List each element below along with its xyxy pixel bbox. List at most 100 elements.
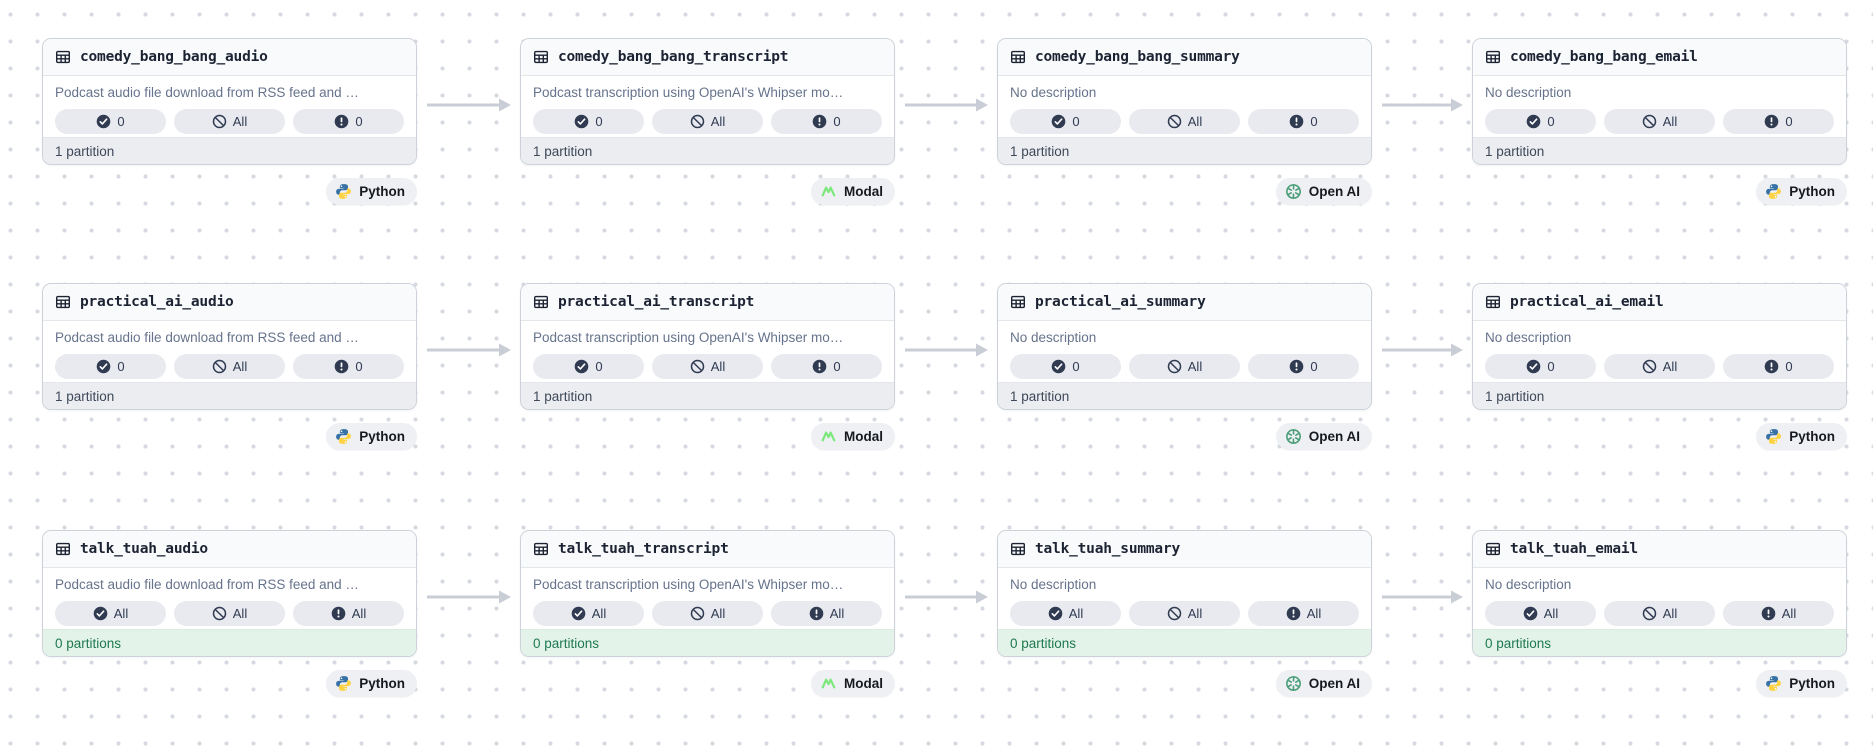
compute-kind-tag[interactable]: Python — [1756, 670, 1847, 697]
partition-status-bar: 0 partitions — [43, 629, 416, 656]
asset-node-header[interactable]: talk_tuah_transcript — [521, 531, 894, 568]
missing-partitions-badge[interactable]: All — [1604, 109, 1715, 134]
failed-partitions-badge[interactable]: All — [1248, 601, 1359, 626]
asset-name: talk_tuah_audio — [80, 541, 208, 557]
partition-status-badges: All All — [1010, 601, 1359, 626]
compute-kind-tag[interactable]: Modal — [811, 423, 895, 450]
failed-partitions-badge[interactable]: 0 — [1723, 354, 1834, 379]
compute-kind-tag[interactable]: Modal — [811, 178, 895, 205]
partition-status-bar: 1 partition — [998, 382, 1371, 409]
compute-kind-tag[interactable]: Python — [326, 423, 417, 450]
asset-description: Podcast audio file download from RSS fee… — [55, 85, 359, 100]
asset-node-header[interactable]: practical_ai_transcript — [521, 284, 894, 321]
missing-count: All — [1662, 114, 1678, 129]
slash-circle-icon — [212, 359, 227, 374]
compute-kind-tag[interactable]: Open AI — [1275, 178, 1372, 205]
asset-node[interactable]: comedy_bang_bang_summary No description … — [997, 38, 1372, 165]
missing-partitions-badge[interactable]: All — [652, 354, 763, 379]
missing-partitions-badge[interactable]: All — [1129, 601, 1240, 626]
asset-node[interactable]: comedy_bang_bang_email No description 0 — [1472, 38, 1847, 165]
asset-description: Podcast transcription using OpenAI's Whi… — [533, 330, 844, 345]
materialized-count-badge[interactable]: 0 — [533, 354, 644, 379]
asset-node[interactable]: practical_ai_transcript Podcast transcri… — [520, 283, 895, 410]
asset-node-header[interactable]: comedy_bang_bang_summary — [998, 39, 1371, 76]
missing-partitions-badge[interactable]: All — [174, 109, 285, 134]
missing-partitions-badge[interactable]: All — [174, 601, 285, 626]
partition-status-bar: 1 partition — [521, 382, 894, 409]
asset-node[interactable]: comedy_bang_bang_audio Podcast audio fil… — [42, 38, 417, 165]
materialized-count-badge[interactable]: 0 — [55, 109, 166, 134]
compute-kind-label: Python — [359, 184, 405, 199]
asset-node[interactable]: practical_ai_summary No description 0 — [997, 283, 1372, 410]
failed-partitions-badge[interactable]: All — [771, 601, 882, 626]
compute-kind-tag[interactable]: Modal — [811, 670, 895, 697]
check-circle-icon — [574, 114, 589, 129]
failed-partitions-badge[interactable]: 0 — [771, 109, 882, 134]
failed-count: All — [829, 606, 845, 621]
failed-partitions-badge[interactable]: 0 — [1248, 109, 1359, 134]
missing-partitions-badge[interactable]: All — [1604, 354, 1715, 379]
compute-kind-tag[interactable]: Python — [1756, 423, 1847, 450]
compute-kind-tag[interactable]: Python — [326, 178, 417, 205]
failed-partitions-badge[interactable]: 0 — [1723, 109, 1834, 134]
asset-node-body: No description 0 — [998, 76, 1371, 137]
partition-status-badges: All All — [533, 601, 882, 626]
compute-kind-tag[interactable]: Python — [1756, 178, 1847, 205]
slash-circle-icon — [690, 359, 705, 374]
materialized-count-badge[interactable]: 0 — [1010, 109, 1121, 134]
materialized-count-badge[interactable]: 0 — [1485, 109, 1596, 134]
materialized-count-badge[interactable]: All — [1010, 601, 1121, 626]
missing-count: All — [710, 606, 726, 621]
asset-node[interactable]: practical_ai_audio Podcast audio file do… — [42, 283, 417, 410]
failed-partitions-badge[interactable]: All — [1723, 601, 1834, 626]
check-circle-icon — [1523, 606, 1538, 621]
compute-kind-tag[interactable]: Python — [326, 670, 417, 697]
missing-partitions-badge[interactable]: All — [1129, 354, 1240, 379]
missing-partitions-badge[interactable]: All — [1129, 109, 1240, 134]
compute-kind-tag[interactable]: Open AI — [1275, 670, 1372, 697]
asset-node-header[interactable]: practical_ai_summary — [998, 284, 1371, 321]
compute-kind-label: Python — [1789, 429, 1835, 444]
slash-circle-icon — [212, 114, 227, 129]
failed-partitions-badge[interactable]: 0 — [293, 109, 404, 134]
materialized-count-badge[interactable]: All — [533, 601, 644, 626]
compute-kind-tag[interactable]: Open AI — [1275, 423, 1372, 450]
asset-node-header[interactable]: comedy_bang_bang_transcript — [521, 39, 894, 76]
asset-node[interactable]: talk_tuah_summary No description All — [997, 530, 1372, 657]
python-icon — [1765, 428, 1782, 445]
asset-node-header[interactable]: practical_ai_audio — [43, 284, 416, 321]
missing-partitions-badge[interactable]: All — [652, 601, 763, 626]
asset-node-header[interactable]: talk_tuah_audio — [43, 531, 416, 568]
missing-count: All — [1662, 606, 1678, 621]
missing-count: All — [1187, 114, 1203, 129]
partition-status-bar: 1 partition — [1473, 382, 1846, 409]
asset-description: Podcast audio file download from RSS fee… — [55, 330, 359, 345]
alert-circle-icon — [1289, 114, 1304, 129]
failed-partitions-badge[interactable]: 0 — [1248, 354, 1359, 379]
failed-partitions-badge[interactable]: 0 — [771, 354, 882, 379]
materialized-count-badge[interactable]: 0 — [55, 354, 166, 379]
asset-node-header[interactable]: comedy_bang_bang_email — [1473, 39, 1846, 76]
asset-node[interactable]: talk_tuah_audio Podcast audio file downl… — [42, 530, 417, 657]
materialized-count-badge[interactable]: 0 — [1010, 354, 1121, 379]
asset-node[interactable]: practical_ai_email No description 0 — [1472, 283, 1847, 410]
missing-partitions-badge[interactable]: All — [652, 109, 763, 134]
materialized-count-badge[interactable]: All — [55, 601, 166, 626]
failed-partitions-badge[interactable]: 0 — [293, 354, 404, 379]
failed-partitions-badge[interactable]: All — [293, 601, 404, 626]
asset-node-body: Podcast transcription using OpenAI's Whi… — [521, 321, 894, 382]
asset-node-header[interactable]: talk_tuah_email — [1473, 531, 1846, 568]
asset-node[interactable]: talk_tuah_email No description All — [1472, 530, 1847, 657]
materialized-count-badge[interactable]: 0 — [1485, 354, 1596, 379]
missing-partitions-badge[interactable]: All — [1604, 601, 1715, 626]
asset-node-header[interactable]: talk_tuah_summary — [998, 531, 1371, 568]
asset-node-header[interactable]: comedy_bang_bang_audio — [43, 39, 416, 76]
asset-node-header[interactable]: practical_ai_email — [1473, 284, 1846, 321]
missing-partitions-badge[interactable]: All — [174, 354, 285, 379]
materialized-count-badge[interactable]: 0 — [533, 109, 644, 134]
asset-node[interactable]: comedy_bang_bang_transcript Podcast tran… — [520, 38, 895, 165]
asset-node[interactable]: talk_tuah_transcript Podcast transcripti… — [520, 530, 895, 657]
edge-arrow — [427, 98, 511, 112]
materialized-count-badge[interactable]: All — [1485, 601, 1596, 626]
